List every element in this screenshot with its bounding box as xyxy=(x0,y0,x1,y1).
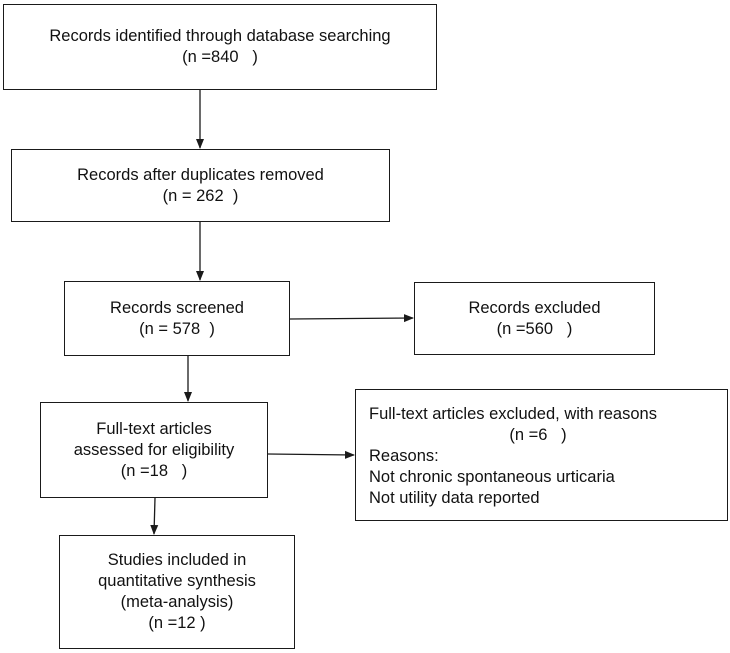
included-count: (n =12 ) xyxy=(148,614,206,632)
included-line3: (meta-analysis) xyxy=(120,593,234,611)
full-text-excluded-title: Full-text articles excluded, with reason… xyxy=(369,405,657,423)
full-text-excluded-box: Full-text articles excluded, with reason… xyxy=(355,389,728,521)
duplicates-removed-count: (n = 262 ) xyxy=(162,186,239,205)
identified-title: Records identified through database sear… xyxy=(49,27,391,45)
duplicates-removed-box: Records after duplicates removed (n = 26… xyxy=(11,149,390,222)
identified-box: Records identified through database sear… xyxy=(3,4,437,90)
reasons-label: Reasons: xyxy=(369,447,439,465)
duplicates-removed-title: Records after duplicates removed xyxy=(77,165,324,184)
screened-count: (n = 578 ) xyxy=(139,319,215,338)
included-box: Studies included in quantitative synthes… xyxy=(59,535,295,649)
full-text-box: Full-text articles assessed for eligibil… xyxy=(40,402,268,498)
reason-item: Not chronic spontaneous urticaria xyxy=(369,468,615,486)
excluded-title: Records excluded xyxy=(468,298,601,317)
arrow-fulltext-to-ft-excluded xyxy=(267,450,355,459)
full-text-line2: assessed for eligibility xyxy=(73,440,235,459)
arrow-screened-to-excluded xyxy=(289,314,414,323)
excluded-box: Records excluded (n =560 ) xyxy=(414,282,655,355)
included-line2: quantitative synthesis xyxy=(98,572,256,590)
included-line1: Studies included in xyxy=(107,551,247,569)
arrow-fulltext-to-included xyxy=(150,497,159,535)
identified-count: (n =840 ) xyxy=(182,48,258,66)
screened-title: Records screened xyxy=(110,298,244,317)
full-text-line1: Full-text articles xyxy=(96,419,212,438)
screened-box: Records screened (n = 578 ) xyxy=(64,281,290,356)
reason-item: Not utility data reported xyxy=(369,489,540,507)
full-text-excluded-count: (n =6 ) xyxy=(509,426,567,444)
full-text-count: (n =18 ) xyxy=(120,461,188,480)
excluded-count: (n =560 ) xyxy=(496,319,573,338)
